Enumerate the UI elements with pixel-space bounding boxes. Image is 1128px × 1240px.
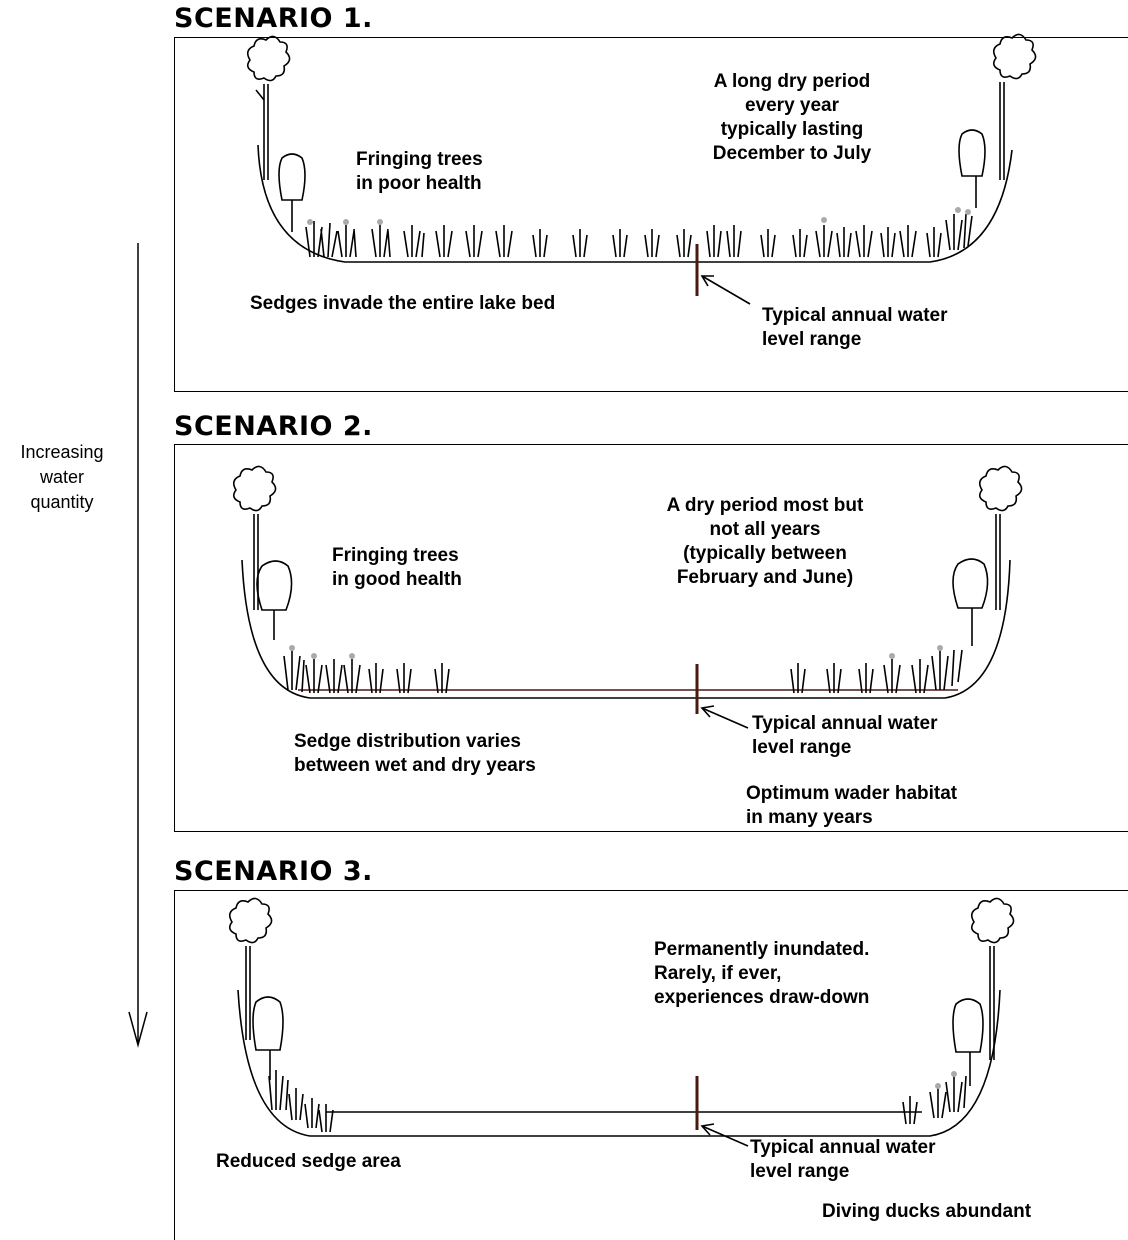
scenario-1-tree-left-tall xyxy=(246,35,291,180)
scenario-3-sedge-flowers xyxy=(935,1071,957,1089)
scenario-1-tree-label: Fringing trees in poor health xyxy=(356,149,483,194)
scenario-1-sedge-flowers xyxy=(307,207,971,225)
scenario-3-tree-right-tall xyxy=(970,897,1015,1060)
scenario-2-water-range-label: Typical annual water level range xyxy=(752,713,938,758)
axis-label: Increasing water quantity xyxy=(20,442,104,512)
scenario-2-habitat-label: Optimum wader habitat in many years xyxy=(746,783,958,828)
scenario-1-tree-left-round xyxy=(278,153,306,232)
scenario-2-tree-right-tall xyxy=(978,465,1023,610)
scenario-3-panel xyxy=(174,890,1128,1240)
scenario-1-heading: SCENARIO 1. xyxy=(174,3,373,34)
scenario-3-tree-left-tall xyxy=(228,897,273,1040)
scenario-3-heading: SCENARIO 3. xyxy=(174,856,373,887)
scenario-3-sedge-label: Reduced sedge area xyxy=(216,1151,401,1172)
scenario-1-water-range-label: Typical annual water level range xyxy=(762,305,948,350)
scenario-1-tree-right-tall xyxy=(992,33,1037,180)
scenario-2-pointer-arrow xyxy=(700,705,749,729)
scenario-2-sedge-flowers xyxy=(289,645,943,659)
scenario-1-tree-right-round xyxy=(958,129,986,208)
scenario-1-panel xyxy=(174,37,1128,392)
scenario-3-sedges xyxy=(268,1070,967,1133)
scenario-3-water-range-label: Typical annual water level range xyxy=(750,1137,936,1182)
scenario-3-habitat-label: Diving ducks abundant xyxy=(822,1201,1032,1222)
scenario-2-sedges xyxy=(283,649,963,694)
scenario-2-lake-bed xyxy=(241,559,1011,699)
scenario-2-dry-period: A dry period most but not all years (typ… xyxy=(666,495,864,588)
scenario-3-tree-right-round xyxy=(952,998,984,1086)
scenario-1-sedges xyxy=(305,213,973,258)
scenario-1-lake-bed xyxy=(257,144,1013,263)
scenario-2-heading: SCENARIO 2. xyxy=(174,411,373,442)
scenario-2-panel xyxy=(174,444,1128,832)
scenario-2-tree-right-round xyxy=(952,558,989,646)
scenario-2-tree-left-round xyxy=(256,560,293,640)
scenario-3-pointer-arrow xyxy=(700,1123,749,1147)
scenario-3-tree-left-round xyxy=(252,996,284,1080)
scenario-1-pointer-arrow xyxy=(700,275,751,305)
scenario-2-tree-label: Fringing trees in good health xyxy=(332,545,462,590)
scenario-2-sedge-label: Sedge distribution varies between wet an… xyxy=(294,731,536,776)
scenario-3-lake-bed xyxy=(237,989,1001,1137)
scenario-1-dry-period: A long dry period every year typically l… xyxy=(712,71,872,164)
scenario-3-inundation-label: Permanently inundated. Rarely, if ever, … xyxy=(654,939,870,1008)
scenario-1-sedge-label: Sedges invade the entire lake bed xyxy=(250,293,556,314)
